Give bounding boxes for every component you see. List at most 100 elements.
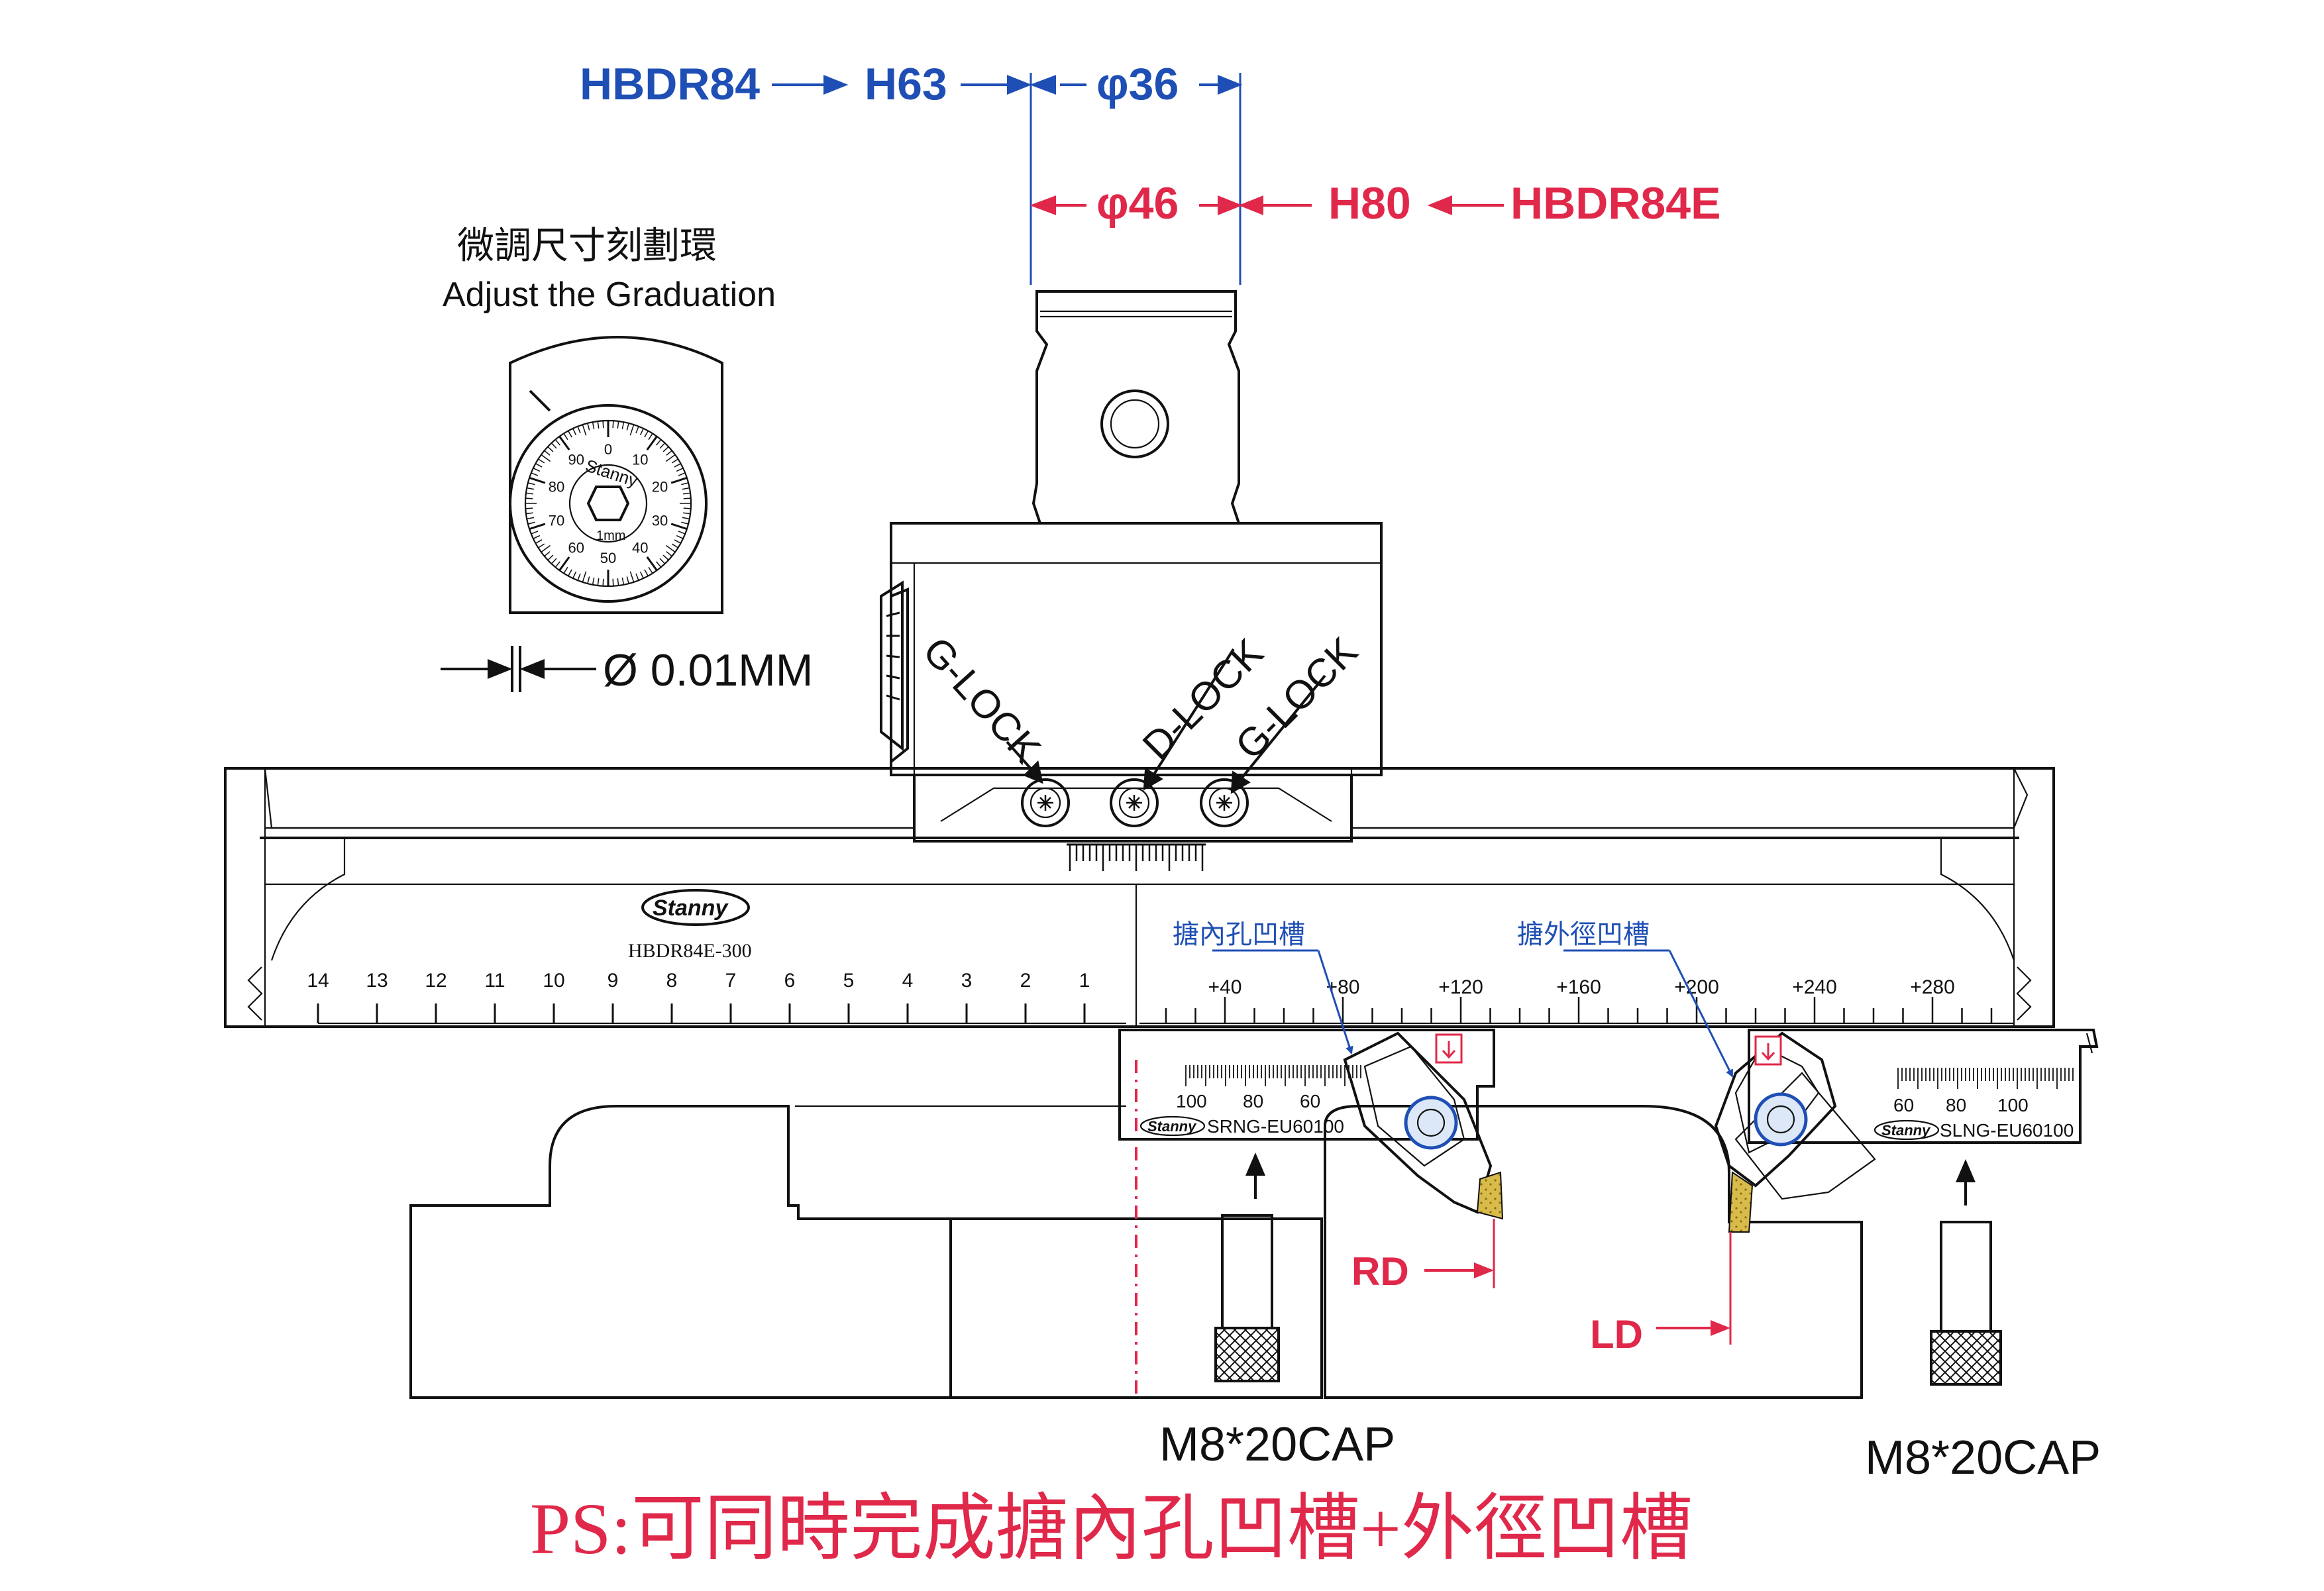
screw-right: M8*20CAP (1865, 1159, 2101, 1484)
left-holder-label-cn: 搪內孔凹槽 (1173, 920, 1305, 949)
dial-tick (665, 544, 676, 553)
dial-tick (525, 497, 533, 499)
dial-tick (551, 558, 557, 564)
dial-tick (617, 578, 619, 586)
dial-tick (551, 442, 557, 449)
scale-right-label: +200 (1674, 976, 1719, 998)
dial-tick (665, 454, 676, 462)
dimension-labels: HBDR84 H63 φ36 φ46 H80 HBDR84E (580, 59, 1720, 285)
dial-tick (527, 521, 535, 525)
dial-tick (592, 577, 595, 585)
dial-tick (582, 571, 587, 583)
scale-left-label: 6 (784, 970, 796, 992)
right-insert-screw-icon (1754, 1092, 1808, 1147)
left-holder-model: SRNG-EU60100 (1207, 1116, 1344, 1137)
lock-screw-center-icon (1110, 778, 1159, 827)
dial-number: 10 (632, 452, 648, 468)
left-holder-brand: Stanny (1147, 1118, 1197, 1135)
dial-tick (644, 569, 649, 576)
dial-tick (577, 426, 581, 434)
dial-tick (646, 435, 658, 450)
dial-tick (533, 468, 541, 472)
dial-tick (563, 566, 568, 574)
dial-number: 40 (632, 539, 648, 556)
screw-left-label: M8*20CAP (1159, 1418, 1395, 1471)
dial-tick (670, 523, 688, 531)
scale-model: HBDR84E-300 (628, 940, 752, 962)
hex-socket-icon (586, 486, 630, 521)
dial-tick (568, 431, 572, 438)
dial-tick (535, 539, 543, 544)
dial-tick (558, 556, 570, 572)
right-holder-num-1: 80 (1946, 1095, 1966, 1115)
right-holder-num-0: 60 (1893, 1095, 1914, 1115)
left-insert-screw-icon (1404, 1096, 1458, 1150)
scale-right-label: +40 (1208, 976, 1242, 998)
right-groove-holder: 60 80 100 Stanny SLNG-EU60100 搪外徑凹槽 (1517, 920, 2099, 1233)
dial-tick (527, 487, 535, 490)
dial-tick (529, 476, 546, 484)
lock-label-left: G-LOCK (914, 629, 1049, 772)
dial-tick (621, 422, 625, 430)
boring-head: G-LOCK D-LOCK G-LOCK (880, 290, 1383, 871)
dial-tick (541, 544, 551, 553)
scale-left-label: 1 (1079, 970, 1090, 992)
dial-tick (555, 439, 560, 446)
left-groove-holder: 100 80 60 Stanny SRNG-EU60100 搪內孔凹槽 (1118, 920, 1504, 1220)
dial-number: 70 (549, 512, 564, 529)
left-holder-num-2: 60 (1300, 1091, 1320, 1111)
scale-left-label: 5 (843, 970, 855, 992)
dial-tick (531, 472, 539, 476)
dial-number: 0 (604, 441, 612, 458)
dial-number: 20 (652, 479, 668, 495)
lock-arrows (1006, 648, 1326, 794)
dial-tick (671, 458, 678, 464)
dial-tick (659, 558, 666, 564)
marker-rd: RD (1351, 1249, 1409, 1294)
left-holder-num-1: 80 (1243, 1091, 1263, 1111)
dial-tick (626, 576, 629, 584)
precision-arrows (441, 646, 596, 692)
dial-tick (592, 422, 595, 430)
scale-right-label: +160 (1556, 976, 1601, 998)
dial-tick (527, 517, 535, 520)
dial-unit: 1mm (596, 529, 625, 543)
dim-hbdr84e: HBDR84E (1510, 178, 1720, 229)
dial-tick (682, 517, 690, 520)
lock-screw-left-icon (1021, 778, 1070, 827)
dial-tick (572, 571, 577, 579)
dial-tick (568, 569, 572, 576)
dial-tick (582, 424, 587, 436)
screw-left-knurl-icon (1214, 1327, 1280, 1382)
dial-tick (635, 426, 639, 434)
dial-tick (563, 433, 568, 440)
dial-tick (656, 439, 662, 446)
dial-tick (666, 450, 672, 456)
dial-tick (681, 482, 689, 486)
dim-hbdr84: HBDR84 (580, 59, 760, 109)
scale-left-label: 9 (607, 970, 619, 992)
scale-right-ticks: +40+80+120+160+200+240+280 (1165, 976, 1993, 1023)
dial-tick (674, 463, 681, 468)
footer-note: PS:可同時完成搪內孔凹槽+外徑凹槽 (530, 1488, 1693, 1569)
dim-phi36: φ36 (1096, 59, 1179, 109)
dial-tick (558, 435, 570, 450)
red-dimension-arrows (1030, 195, 1504, 215)
scale-brand: Stanny (653, 896, 729, 921)
dial-tick (535, 463, 543, 468)
dial-number: 80 (549, 479, 564, 495)
dial-tick (662, 446, 669, 452)
dial-tick (671, 543, 678, 548)
lock-screw-right-icon (1200, 778, 1249, 827)
dial-tick (648, 566, 653, 574)
dial-tick (587, 423, 590, 431)
dim-phi46: φ46 (1096, 178, 1179, 229)
scale-left-label: 4 (902, 970, 914, 992)
dial-tick (577, 573, 581, 581)
graduation-callout: 微調尺寸刻劃環 Adjust the Graduation Stanny 1mm… (441, 225, 813, 695)
